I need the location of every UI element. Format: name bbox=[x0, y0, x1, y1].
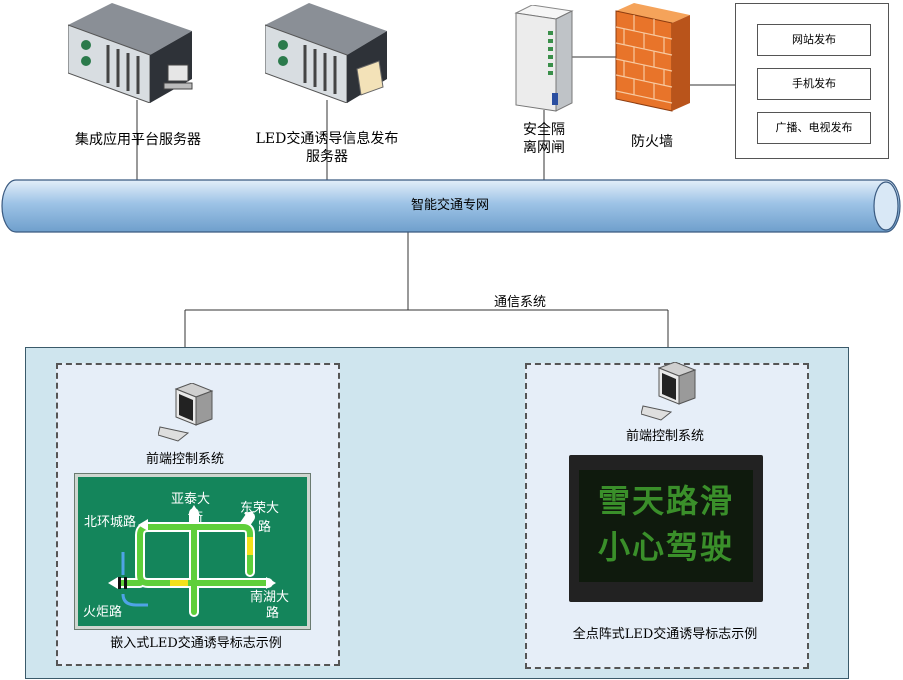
publish-website: 网站发布 bbox=[757, 24, 871, 56]
led-message-screen: 雪天路滑 小心驾驶 bbox=[579, 470, 753, 582]
frontend-control-right-label: 前端控制系统 bbox=[625, 429, 704, 444]
dot-matrix-led-sign: 雪天路滑 小心驾驶 bbox=[569, 455, 763, 602]
road-map-graphic bbox=[108, 505, 276, 617]
road-label-dongrong-1: 东荣大 bbox=[240, 501, 280, 516]
led-info-server-label-line2: 服务器 bbox=[306, 149, 348, 165]
led-message-line1: 雪天路滑 bbox=[597, 482, 734, 520]
comm-system-label: 通信系统 bbox=[493, 295, 546, 310]
security-gateway-label-line1: 安全隔 bbox=[523, 122, 565, 138]
led-info-server-label-line1: LED交通诱导信息发布 bbox=[255, 131, 399, 147]
led-info-server-icon bbox=[265, 3, 387, 103]
network-pipe bbox=[1, 179, 901, 233]
road-label-yatai-1: 亚泰大 bbox=[171, 492, 211, 507]
computer-icon bbox=[641, 362, 697, 421]
computer-icon bbox=[158, 383, 214, 442]
road-label-north-ring: 北环城路 bbox=[84, 515, 137, 530]
led-message-line2: 小心驾驶 bbox=[597, 528, 734, 566]
publish-mobile: 手机发布 bbox=[757, 68, 871, 100]
security-gateway-icon bbox=[514, 5, 574, 112]
road-label-nanhu-1: 南湖大 bbox=[250, 590, 290, 605]
publish-broadcast-tv: 广播、电视发布 bbox=[757, 112, 871, 144]
road-label-dongrong-2: 路 bbox=[258, 520, 272, 535]
integrated-server-icon bbox=[68, 3, 193, 103]
road-label-huoju: 火炬路 bbox=[83, 605, 123, 620]
road-label-nanhu-2: 路 bbox=[266, 606, 280, 621]
embedded-led-caption: 嵌入式LED交通诱导标志示例 bbox=[110, 636, 282, 651]
embedded-led-sign: 北环城路 亚泰大 街 东荣大 路 南湖大 路 火炬路 bbox=[75, 474, 310, 629]
firewall-label: 防火墙 bbox=[631, 134, 673, 150]
dot-matrix-led-caption: 全点阵式LED交通诱导标志示例 bbox=[572, 627, 758, 642]
network-label: 智能交通专网 bbox=[410, 198, 489, 213]
firewall-icon bbox=[615, 3, 690, 112]
integrated-server-label: 集成应用平台服务器 bbox=[75, 132, 201, 148]
road-label-yatai-2: 街 bbox=[190, 511, 204, 526]
frontend-control-left-label: 前端控制系统 bbox=[145, 452, 224, 467]
security-gateway-label-line2: 离网闸 bbox=[523, 140, 565, 156]
